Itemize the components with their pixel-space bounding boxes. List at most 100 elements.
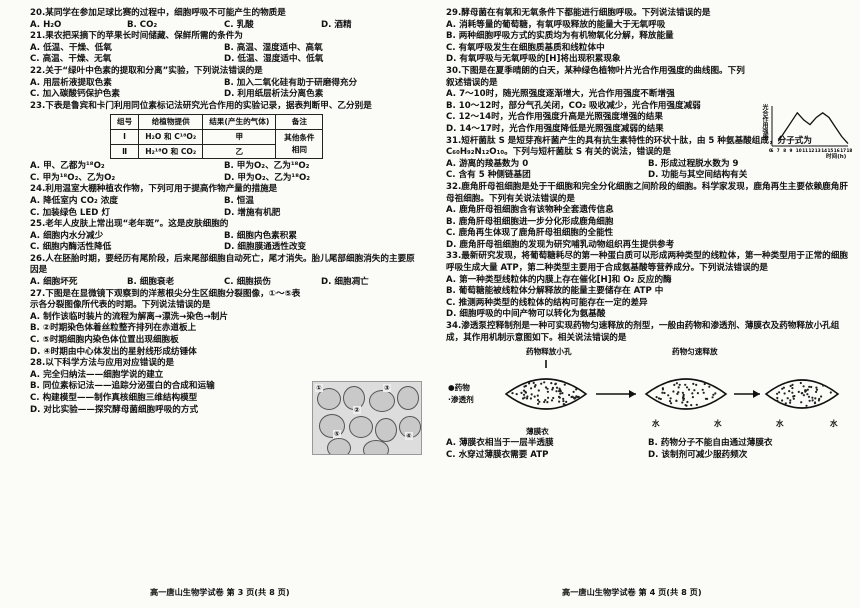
drug-dot [685,404,687,406]
option[interactable]: C. 加装绿色 LED 灯 [30,208,224,220]
drug-dot [673,384,675,386]
drug-dot [830,392,832,394]
option[interactable]: A. 用层析液提取色素 [30,78,224,90]
option[interactable]: D. 鹿角肝母祖细胞的发现为研究哺乳动物组织再生提供参考 [446,240,850,252]
option[interactable]: A. 制作该临时装片的流程为解离→漂洗→染色→制片 [30,312,308,324]
option[interactable]: C. 甲为¹⁸O₂、乙为O₂ [30,173,224,185]
option[interactable]: C. 细胞损伤 [224,277,321,289]
drug-dot [537,395,539,397]
option[interactable]: A. 消耗等量的葡萄糖，有氧呼吸释放的能量大于无氧呼吸 [446,20,850,32]
option[interactable]: C. 有氧呼吸发生在细胞质基质和线粒体中 [446,43,850,55]
drug-dot [568,394,570,396]
option[interactable]: D. 增施有机肥 [224,208,418,220]
option[interactable]: B. 恒温 [224,196,418,208]
option[interactable]: C. 12～14时，光合作用强度升高是光照强度增强的结果 [446,112,746,124]
option[interactable]: B. 10～12时，部分气孔关闭，CO₂ 吸收减少，光合作用强度减弱 [446,101,746,113]
drug-dot [661,392,663,394]
option[interactable]: D. 细胞凋亡 [321,277,418,289]
option[interactable]: B. CO₂ [127,20,224,32]
drug-dot [544,399,546,401]
option[interactable]: A. 细胞内水分减少 [30,231,224,243]
option[interactable]: B. ②时期染色体着丝粒整齐排列在赤道板上 [30,323,308,335]
onion-root-tip-micrograph: ① ② ③ ④ ⑤ [312,381,422,455]
option[interactable]: D. 甲为O₂、乙为¹⁸O₂ [224,173,418,185]
option[interactable]: C. 细胞内酶活性降低 [30,242,224,254]
label-water: 水 [830,418,838,430]
drug-dot [670,398,672,400]
option[interactable]: B. 高温、湿度适中、高氧 [224,43,418,55]
question-23: 23.下表是鲁宾和卡门利用同位素标记法研究光合作用的实验记录，据表判断甲、乙分别… [30,101,418,185]
drug-dot [558,396,560,398]
drug-dot [573,397,575,399]
x-tick-label: 12 [809,148,815,153]
drug-dot [551,400,553,402]
option[interactable]: C. ⑤时期细胞内染色体位置出现细胞板 [30,335,308,347]
option[interactable]: B. 甲为O₂、乙为¹⁸O₂ [224,161,418,173]
drug-dot [691,393,693,395]
drug-dot [781,388,783,390]
option[interactable]: B. 鹿角肝母祖细胞进一步分化形成鹿角细胞 [446,217,850,229]
x-tick-label: 18 [847,148,853,153]
option[interactable]: C. 加入碳酸钙保护色素 [30,89,224,101]
option[interactable]: D. 14～17时，光合作用强度降低是光照强度减弱的结果 [446,124,746,136]
option[interactable]: C. 高温、干燥、无氧 [30,54,224,66]
option[interactable]: A. 第一种类型线粒体的内膜上存在催化[H]和 O₂ 反应的酶 [446,275,850,287]
option[interactable]: A. 游离的羧基数为 0 [446,159,648,171]
option[interactable]: A. 降低室内 CO₂ 浓度 [30,196,224,208]
option[interactable]: B. 细胞衰老 [127,277,224,289]
option[interactable]: B. 细胞内色素积累 [224,231,418,243]
option[interactable]: D. 细胞呼吸的中间产物可以转化为氨基酸 [446,309,850,321]
option[interactable]: C. 乳酸 [224,20,321,32]
option[interactable]: D. 酒精 [321,20,418,32]
option[interactable]: A. 细胞坏死 [30,277,127,289]
option[interactable]: B. 两种细胞呼吸方式的实质均为有机物氧化分解，释放能量 [446,31,850,43]
label-hole: 药物释放小孔 [526,346,572,358]
drug-dot [800,401,802,403]
option[interactable]: C. 含有 5 种侧链基团 [446,170,648,182]
option[interactable]: D. 利用纸层析法分离色素 [224,89,418,101]
option[interactable]: A. 低温、干燥、低氧 [30,43,224,55]
option[interactable]: D. 细胞膜通透性改变 [224,242,418,254]
option[interactable]: D. ④时期由中心体发出的星射线形成纺锤体 [30,347,308,359]
option[interactable]: D. 有氧呼吸与无氧呼吸的[H]将出现积累现象 [446,54,850,66]
option[interactable]: C. 推测两种类型的线粒体的结构可能存在一定的差异 [446,298,850,310]
table-cell: H₂¹⁸O 和 CO₂ [139,144,203,159]
option[interactable]: C. 水穿过薄膜衣需要 ATP [446,450,648,462]
drug-dot [814,402,816,404]
option[interactable]: A. 薄膜衣相当于一层半透膜 [446,438,648,450]
osmotic-pump-diagram: 药物释放小孔 药物匀速释放 ●药物 ·渗透剂 薄膜衣 水 水 水 水 [446,346,850,438]
drug-dot [683,394,685,396]
option[interactable]: D. 低温、湿度适中、低氧 [224,54,418,66]
drug-dot [705,398,707,400]
option[interactable]: B. 加入二氧化硅有助于研磨得充分 [224,78,418,90]
osmotic-pump-svg [446,346,846,438]
table-header: 组号 [111,115,139,130]
drug-dot [672,391,674,393]
option[interactable]: D. 功能与其空间结构有关 [648,170,850,182]
drug-dot [662,389,664,391]
drug-dot [788,390,790,392]
drug-dot [696,404,698,406]
drug-dot [801,392,803,394]
option[interactable]: A. 甲、乙都为¹⁸O₂ [30,161,224,173]
drug-dot [547,391,549,393]
option[interactable]: A. 完全归纳法——细胞学说的建立 [30,370,418,382]
drug-dot [708,386,710,388]
option[interactable]: B. 葡萄糖能被线粒体分解释放的能量主要储存在 ATP 中 [446,286,850,298]
drug-dot [578,396,580,398]
option[interactable]: B. 形成过程脱水数为 9 [648,159,850,171]
drug-dot [552,397,554,399]
table-header: 备注 [276,115,323,130]
drug-dot [822,385,824,387]
option[interactable]: C. 鹿角再生体现了鹿角肝母祖细胞的全能性 [446,228,850,240]
drug-dot [692,396,694,398]
option[interactable]: A. 鹿角肝母祖细胞含有该物种全套遗传信息 [446,205,850,217]
x-tick-label: 13 [815,148,821,153]
drug-dot [781,400,783,402]
option[interactable]: D. 该制剂可减少服药频次 [648,450,850,462]
option[interactable]: B. 药物分子不能自由通过薄膜衣 [648,438,850,450]
option[interactable]: A. H₂O [30,20,127,32]
label-uniform: 药物匀速释放 [672,346,718,358]
option[interactable]: A. 7～10时，随光照强度逐渐增大，光合作用强度不断增强 [446,89,746,101]
drug-dot [530,387,532,389]
